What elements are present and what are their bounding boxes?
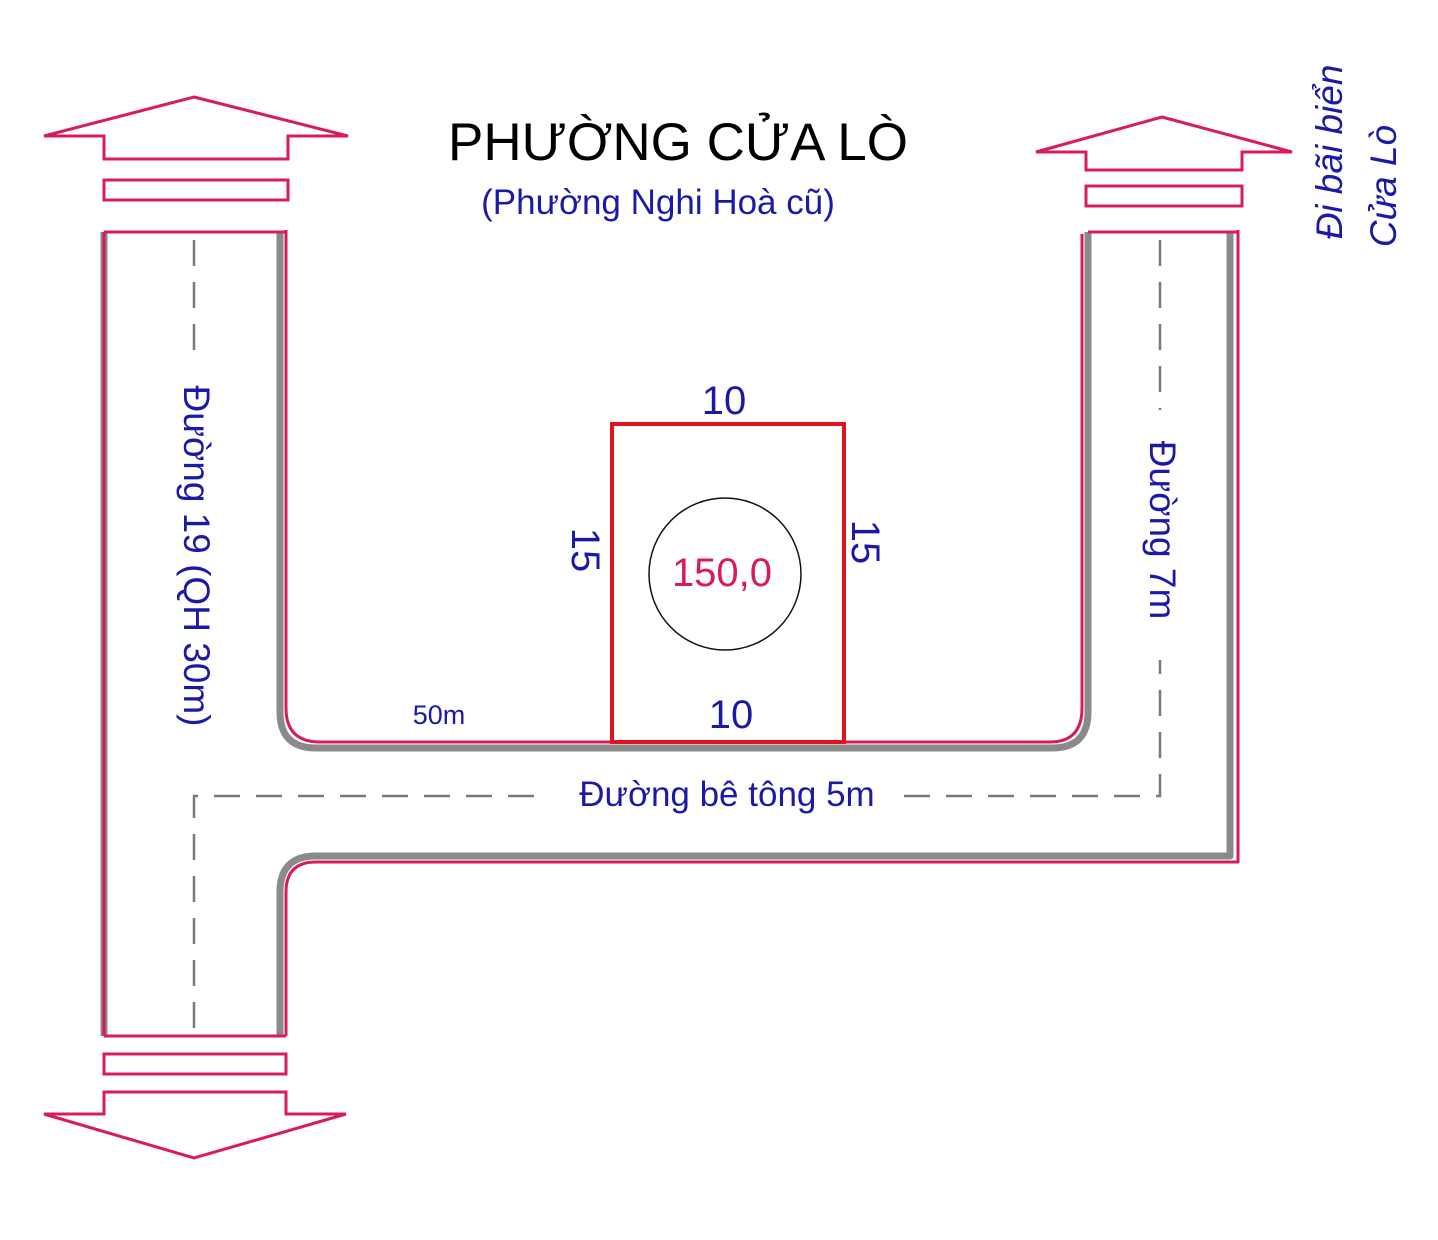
arrow-up-left	[43, 95, 349, 202]
page-title: PHƯỜNG CỬA LÒ	[448, 112, 908, 172]
area-circle	[648, 497, 802, 651]
road-label-right: Đường 7m	[1142, 441, 1183, 620]
lot-top-dimension: 10	[702, 379, 747, 423]
lot-area: 150,0	[672, 551, 772, 595]
arrow-up-right	[1035, 115, 1293, 208]
lot-bottom-dimension: 10	[709, 693, 754, 737]
road-centerline	[192, 240, 1162, 1028]
road-label-left: Đường 19 (QH 30m)	[176, 385, 217, 726]
direction-note-line1: Đi bãi biển	[1309, 65, 1350, 240]
page-subtitle: (Phường Nghi Hoà cũ)	[481, 183, 835, 222]
road-label-bottom: Đường bê tông 5m	[579, 775, 874, 814]
distance-label: 50m	[413, 700, 466, 730]
lot-right-dimension: 15	[843, 520, 887, 565]
direction-note-line2: Cửa Lò	[1363, 125, 1404, 247]
lot-left-dimension: 15	[563, 528, 607, 573]
arrow-down-left	[43, 1052, 347, 1160]
